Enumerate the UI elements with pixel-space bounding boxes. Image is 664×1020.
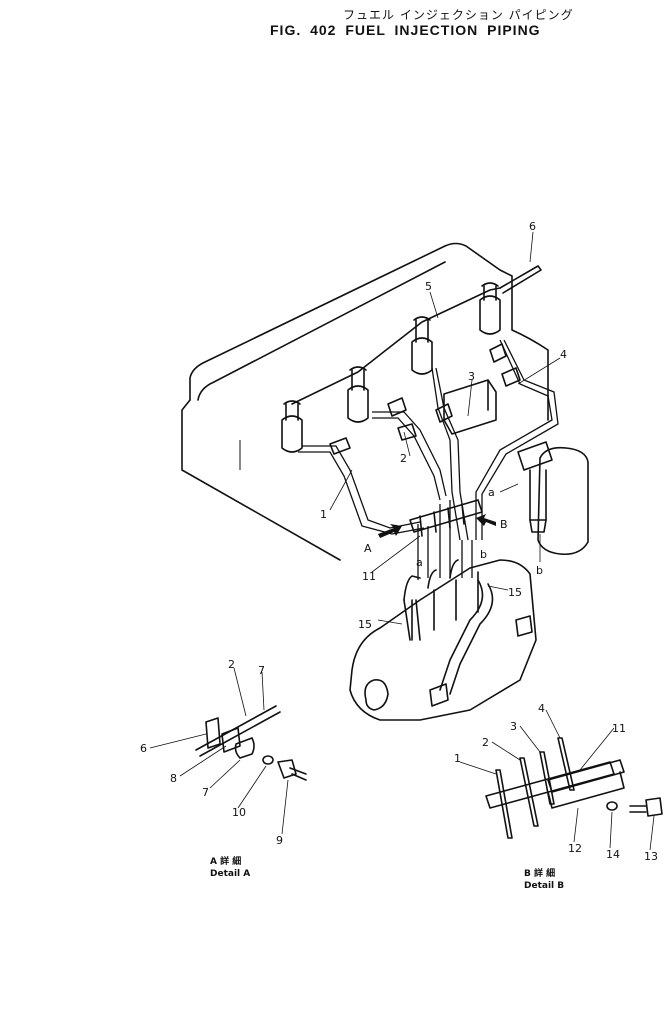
callout-3: 3 bbox=[468, 370, 475, 383]
detail-a-label-10: 10 bbox=[232, 806, 246, 819]
leader-lines bbox=[329, 231, 561, 625]
nozzle-holders bbox=[281, 282, 501, 453]
detail-a-drawing bbox=[149, 667, 307, 835]
fuel-filter bbox=[517, 441, 589, 556]
banjo-bolts bbox=[329, 343, 521, 455]
callout-2: 2 bbox=[400, 452, 407, 465]
detail-a-label-7b: 7 bbox=[202, 786, 209, 799]
detail-a-caption-jp: A 詳 細 bbox=[210, 855, 241, 867]
detail-b-label-1: 1 bbox=[454, 752, 461, 765]
detail-b-label-12: 12 bbox=[568, 842, 582, 855]
callout-a-pump: a bbox=[416, 556, 423, 569]
callout-15-left: 15 bbox=[358, 618, 372, 631]
view-arrow-a bbox=[378, 524, 402, 538]
detail-a-label-7: 7 bbox=[258, 664, 265, 677]
callout-a-filter: a bbox=[488, 486, 495, 499]
cylinder-head-cover bbox=[181, 242, 549, 561]
leak-off-pipe bbox=[291, 265, 542, 405]
view-arrow-b bbox=[476, 514, 496, 526]
detail-a-label-9: 9 bbox=[276, 834, 283, 847]
detail-a-label-6: 6 bbox=[140, 742, 147, 755]
detail-a-label-8: 8 bbox=[170, 772, 177, 785]
detail-b-label-13: 13 bbox=[644, 850, 658, 863]
callout-b-filter: b bbox=[536, 564, 543, 577]
callout-4: 4 bbox=[560, 348, 567, 361]
callout-arrow-a: A bbox=[364, 542, 372, 555]
flow-arrow-a bbox=[499, 483, 519, 493]
detail-b-caption-jp: B 詳 細 bbox=[524, 867, 555, 879]
detail-b-label-11: 11 bbox=[612, 722, 626, 735]
figure-title-japanese: フュエル インジェクション パイピング bbox=[343, 8, 574, 22]
injection-pump bbox=[349, 559, 537, 721]
detail-b-drawing bbox=[459, 709, 663, 851]
detail-b-label-14: 14 bbox=[606, 848, 620, 861]
detail-b-label-4: 4 bbox=[538, 702, 545, 715]
detail-a-label-2: 2 bbox=[228, 658, 235, 671]
pipe-clamp bbox=[409, 499, 483, 537]
callout-arrow-b: B bbox=[500, 518, 508, 531]
callout-b-pump: b bbox=[480, 548, 487, 561]
callout-15-right: 15 bbox=[508, 586, 522, 599]
detail-b-label-3: 3 bbox=[510, 720, 517, 733]
detail-b-label-2: 2 bbox=[482, 736, 489, 749]
callout-5: 5 bbox=[425, 280, 432, 293]
callout-6: 6 bbox=[529, 220, 536, 233]
callout-1: 1 bbox=[320, 508, 327, 521]
callout-11: 11 bbox=[362, 570, 376, 583]
fuel-hoses bbox=[403, 579, 494, 695]
detail-a-caption: Detail A bbox=[210, 869, 250, 879]
figure-title: FIG. 402 FUEL INJECTION PIPING bbox=[270, 22, 541, 38]
detail-b-caption: Detail B bbox=[524, 881, 564, 891]
